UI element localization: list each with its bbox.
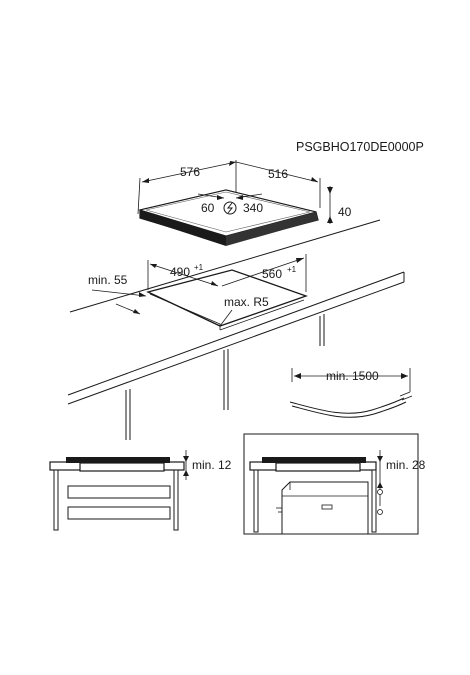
cutout-width-tolerance: +1 bbox=[194, 263, 204, 272]
install-right-view: min. 28 bbox=[243, 433, 426, 535]
cutout-width-label: 490 bbox=[170, 265, 190, 279]
hob-depth-label: 516 bbox=[268, 167, 288, 181]
hob-width-label: 576 bbox=[180, 165, 200, 179]
cutout-min-edge-label: min. 55 bbox=[88, 273, 128, 287]
install-left-gap-label: min. 12 bbox=[192, 458, 232, 472]
cutout-depth-tolerance: +1 bbox=[287, 265, 297, 274]
cutout-radius-label: max. R5 bbox=[224, 295, 269, 309]
cable-length-label: min. 1500 bbox=[326, 369, 379, 383]
install-right-gap-label: min. 28 bbox=[386, 458, 426, 472]
cable-length-view: min. 1500 bbox=[289, 368, 413, 418]
inlet-left-label: 60 bbox=[201, 201, 215, 215]
lightning-bolt-icon bbox=[223, 201, 237, 215]
inlet-right-label: 340 bbox=[243, 201, 263, 215]
model-code: PSGBHO170DE0000P bbox=[296, 140, 424, 154]
install-left-view: min. 12 bbox=[49, 450, 232, 531]
cutout-depth-label: 560 bbox=[262, 267, 282, 281]
hob-height-label: 40 bbox=[338, 205, 352, 219]
hob-top-view: 576 516 40 60 340 bbox=[137, 160, 352, 246]
worktop-cutout-view: min. 55 490 +1 560 +1 max. R5 bbox=[67, 219, 405, 440]
